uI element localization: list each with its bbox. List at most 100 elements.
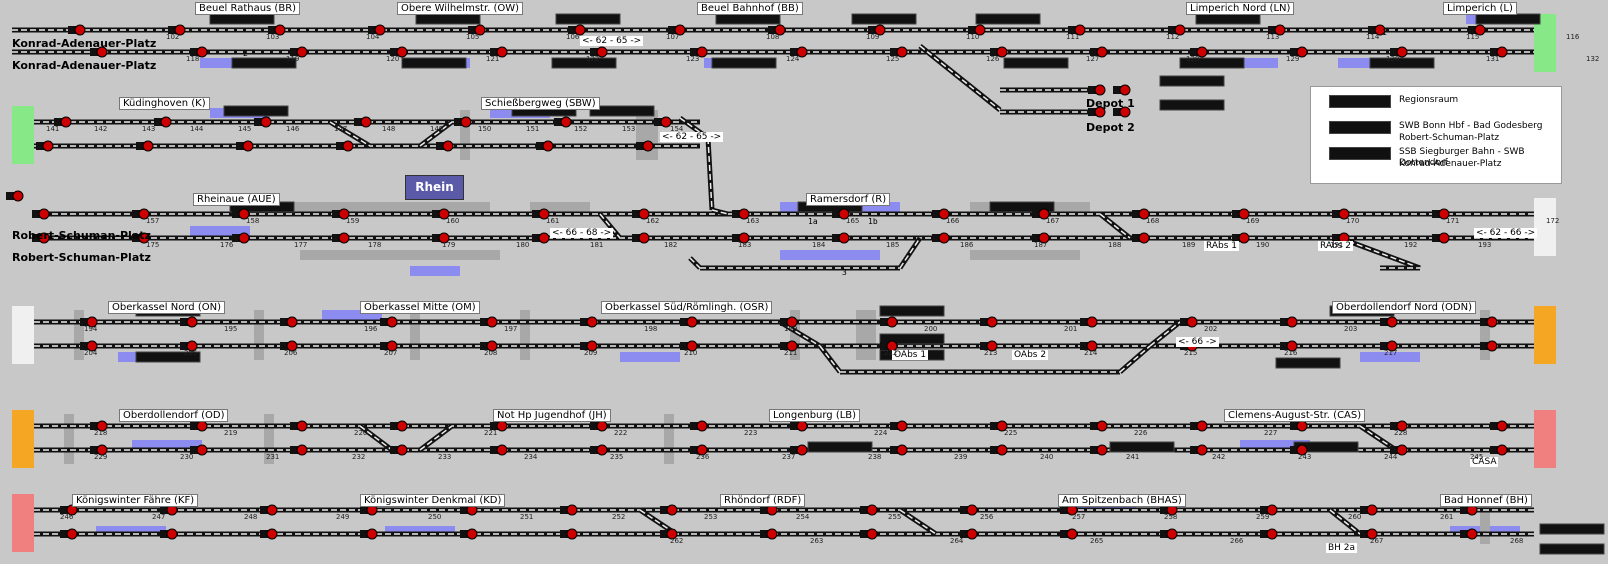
signal[interactable]	[138, 208, 150, 220]
signal[interactable]	[174, 24, 186, 36]
signal[interactable]	[1196, 420, 1208, 432]
signal[interactable]	[196, 444, 208, 456]
signal[interactable]	[666, 528, 678, 540]
signal[interactable]	[1096, 420, 1108, 432]
signal[interactable]	[1094, 84, 1106, 96]
signal[interactable]	[1096, 444, 1108, 456]
block-section[interactable]	[715, 13, 781, 25]
signal[interactable]	[38, 208, 50, 220]
signal[interactable]	[1396, 420, 1408, 432]
signal[interactable]	[996, 46, 1008, 58]
signal[interactable]	[1166, 528, 1178, 540]
signal[interactable]	[686, 340, 698, 352]
signal[interactable]	[1119, 106, 1131, 118]
block-section[interactable]	[589, 105, 655, 117]
block-section[interactable]	[223, 105, 289, 117]
block-section[interactable]	[1109, 441, 1175, 453]
block-section[interactable]	[1159, 75, 1225, 87]
block-section[interactable]	[135, 351, 201, 363]
block-section[interactable]	[415, 13, 481, 25]
signal[interactable]	[996, 420, 1008, 432]
block-section[interactable]	[1159, 99, 1225, 111]
signal[interactable]	[338, 232, 350, 244]
signal[interactable]	[1238, 232, 1250, 244]
signal[interactable]	[486, 316, 498, 328]
signal[interactable]	[1486, 340, 1498, 352]
signal[interactable]	[896, 46, 908, 58]
signal[interactable]	[1366, 528, 1378, 540]
signal[interactable]	[396, 46, 408, 58]
signal[interactable]	[442, 140, 454, 152]
signal[interactable]	[12, 190, 24, 202]
signal[interactable]	[1066, 528, 1078, 540]
signal[interactable]	[1466, 528, 1478, 540]
signal[interactable]	[186, 340, 198, 352]
signal[interactable]	[1196, 46, 1208, 58]
signal[interactable]	[296, 420, 308, 432]
signal[interactable]	[996, 444, 1008, 456]
signal[interactable]	[496, 444, 508, 456]
signal[interactable]	[866, 504, 878, 516]
signal[interactable]	[186, 316, 198, 328]
signal[interactable]	[1038, 208, 1050, 220]
signal[interactable]	[974, 24, 986, 36]
signal[interactable]	[460, 116, 472, 128]
signal[interactable]	[666, 504, 678, 516]
signal[interactable]	[1396, 444, 1408, 456]
signal[interactable]	[1094, 106, 1106, 118]
signal[interactable]	[196, 420, 208, 432]
signal[interactable]	[838, 232, 850, 244]
signal[interactable]	[966, 504, 978, 516]
signal[interactable]	[286, 316, 298, 328]
signal[interactable]	[386, 340, 398, 352]
block-section[interactable]	[879, 305, 945, 317]
signal[interactable]	[538, 208, 550, 220]
signal[interactable]	[342, 140, 354, 152]
block-section[interactable]	[975, 13, 1041, 25]
signal[interactable]	[796, 444, 808, 456]
signal[interactable]	[396, 444, 408, 456]
signal[interactable]	[696, 444, 708, 456]
signal[interactable]	[1374, 24, 1386, 36]
signal[interactable]	[1474, 24, 1486, 36]
signal[interactable]	[396, 420, 408, 432]
signal[interactable]	[1238, 208, 1250, 220]
signal[interactable]	[986, 340, 998, 352]
signal[interactable]	[696, 46, 708, 58]
block-section[interactable]	[989, 201, 1055, 213]
signal[interactable]	[896, 420, 908, 432]
signal[interactable]	[238, 232, 250, 244]
signal[interactable]	[296, 444, 308, 456]
signal[interactable]	[674, 24, 686, 36]
signal[interactable]	[1119, 84, 1131, 96]
signal[interactable]	[366, 528, 378, 540]
signal[interactable]	[1174, 24, 1186, 36]
signal[interactable]	[196, 46, 208, 58]
block-section[interactable]	[1369, 57, 1435, 69]
signal[interactable]	[1438, 208, 1450, 220]
signal[interactable]	[438, 208, 450, 220]
signal[interactable]	[1296, 46, 1308, 58]
signal[interactable]	[96, 444, 108, 456]
signal[interactable]	[796, 46, 808, 58]
signal[interactable]	[1138, 232, 1150, 244]
signal[interactable]	[66, 528, 78, 540]
signal[interactable]	[986, 316, 998, 328]
signal[interactable]	[1266, 504, 1278, 516]
signal[interactable]	[96, 46, 108, 58]
block-section[interactable]	[1003, 57, 1069, 69]
signal[interactable]	[1086, 340, 1098, 352]
block-section[interactable]	[851, 13, 917, 25]
signal[interactable]	[538, 232, 550, 244]
signals[interactable]	[6, 24, 1508, 540]
signal[interactable]	[96, 420, 108, 432]
signal[interactable]	[642, 140, 654, 152]
block-section[interactable]	[1539, 523, 1605, 535]
signal[interactable]	[838, 208, 850, 220]
signal[interactable]	[686, 316, 698, 328]
signal[interactable]	[338, 208, 350, 220]
signal[interactable]	[886, 316, 898, 328]
signal[interactable]	[38, 232, 50, 244]
block-section[interactable]	[209, 13, 275, 25]
signal[interactable]	[242, 140, 254, 152]
